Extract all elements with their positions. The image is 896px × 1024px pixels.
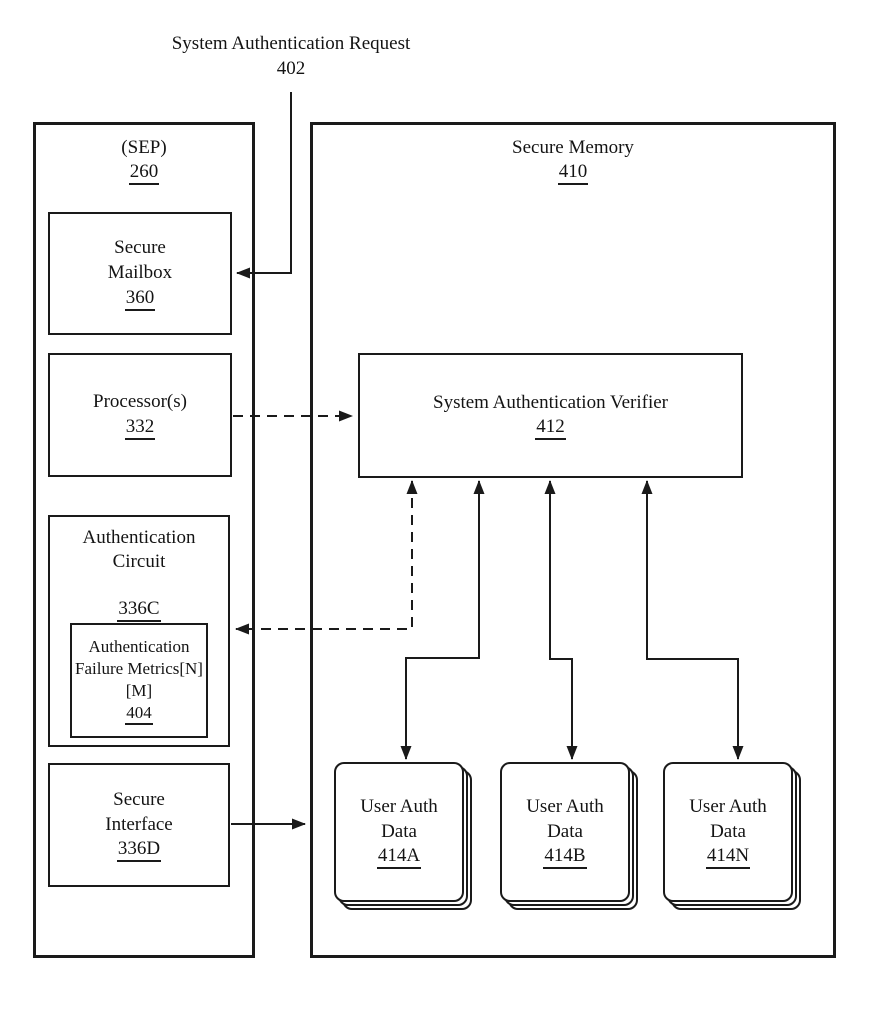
secure-memory-title: Secure Memory (512, 137, 634, 158)
secure-mailbox-box: Secure Mailbox 360 (48, 212, 232, 335)
user-auth-data-title: User Auth Data (360, 795, 438, 842)
user-auth-data-ref: 414A (376, 845, 422, 870)
processors-title: Processor(s) (93, 391, 187, 413)
sep-title-group: (SEP) 260 (36, 136, 252, 185)
system-auth-verifier-title: System Authentication Verifier (433, 391, 668, 413)
system-auth-verifier-box: System Authentication Verifier 412 (358, 353, 743, 478)
user-auth-data-stack-414b: User Auth Data 414B (500, 762, 638, 910)
user-auth-data-stack-414n: User Auth Data 414N (663, 762, 801, 910)
user-auth-data-title: User Auth Data (689, 795, 767, 842)
auth-circuit-title: Authentication Circuit (82, 527, 196, 572)
user-auth-data-card-414a: User Auth Data 414A (334, 762, 464, 902)
sep-ref: 260 (128, 161, 160, 185)
system-auth-request-label: System Authentication Request 402 (121, 32, 461, 81)
user-auth-data-ref: 414N (705, 845, 751, 870)
secure-memory-ref: 410 (557, 161, 589, 185)
sep-title: (SEP) (121, 137, 167, 158)
secure-interface-box: Secure Interface 336D (48, 763, 230, 887)
secure-interface-title: Secure Interface (105, 788, 173, 835)
secure-interface-ref: 336D (116, 838, 162, 863)
auth-failure-metrics-ref: 404 (125, 704, 153, 725)
system-auth-request-text: System Authentication Request (171, 33, 411, 54)
auth-circuit-ref: 336C (117, 598, 161, 623)
processors-ref: 332 (124, 416, 156, 440)
system-auth-verifier-ref: 412 (535, 416, 566, 441)
processors-box: Processor(s) 332 (48, 353, 232, 477)
auth-failure-metrics-title: Authentication Failure Metrics[N][M] (75, 637, 203, 701)
secure-mailbox-ref: 360 (124, 287, 156, 311)
user-auth-data-title: User Auth Data (526, 795, 604, 842)
user-auth-data-stack-414a: User Auth Data 414A (334, 762, 472, 910)
auth-circuit-title-group: Authentication Circuit 336C (50, 526, 228, 623)
user-auth-data-ref: 414B (543, 845, 587, 870)
secure-memory-title-group: Secure Memory 410 (313, 136, 833, 185)
user-auth-data-card-414n: User Auth Data 414N (663, 762, 793, 902)
system-auth-request-ref: 402 (276, 57, 306, 79)
auth-failure-metrics-box: Authentication Failure Metrics[N][M] 404 (70, 623, 208, 738)
user-auth-data-card-414b: User Auth Data 414B (500, 762, 630, 902)
secure-mailbox-title: Secure Mailbox (107, 237, 173, 284)
